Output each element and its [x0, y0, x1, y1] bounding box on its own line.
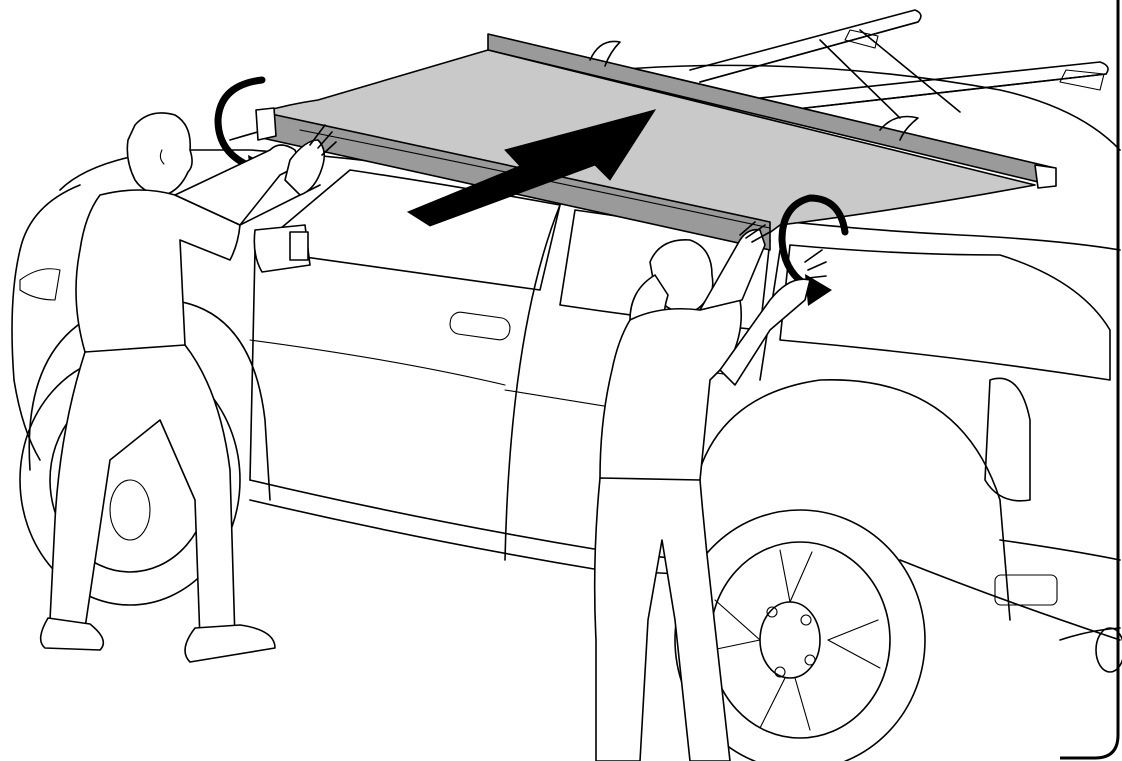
- man-shoe-left: [41, 618, 104, 650]
- front-door-handle: [449, 311, 511, 341]
- person-woman: [595, 222, 826, 761]
- tail-light: [985, 378, 1030, 501]
- man-head: [127, 113, 192, 195]
- man-torso: [76, 190, 240, 355]
- panel-end-cap-left: [256, 108, 276, 140]
- rear-quarter-window: [780, 245, 1110, 380]
- man-shoe-right: [185, 625, 275, 662]
- person-man: [41, 113, 336, 662]
- man-legs: [50, 345, 235, 640]
- panel-end-cap-right: [1035, 165, 1056, 188]
- woman-torso: [600, 300, 741, 485]
- woman-legs: [595, 478, 730, 761]
